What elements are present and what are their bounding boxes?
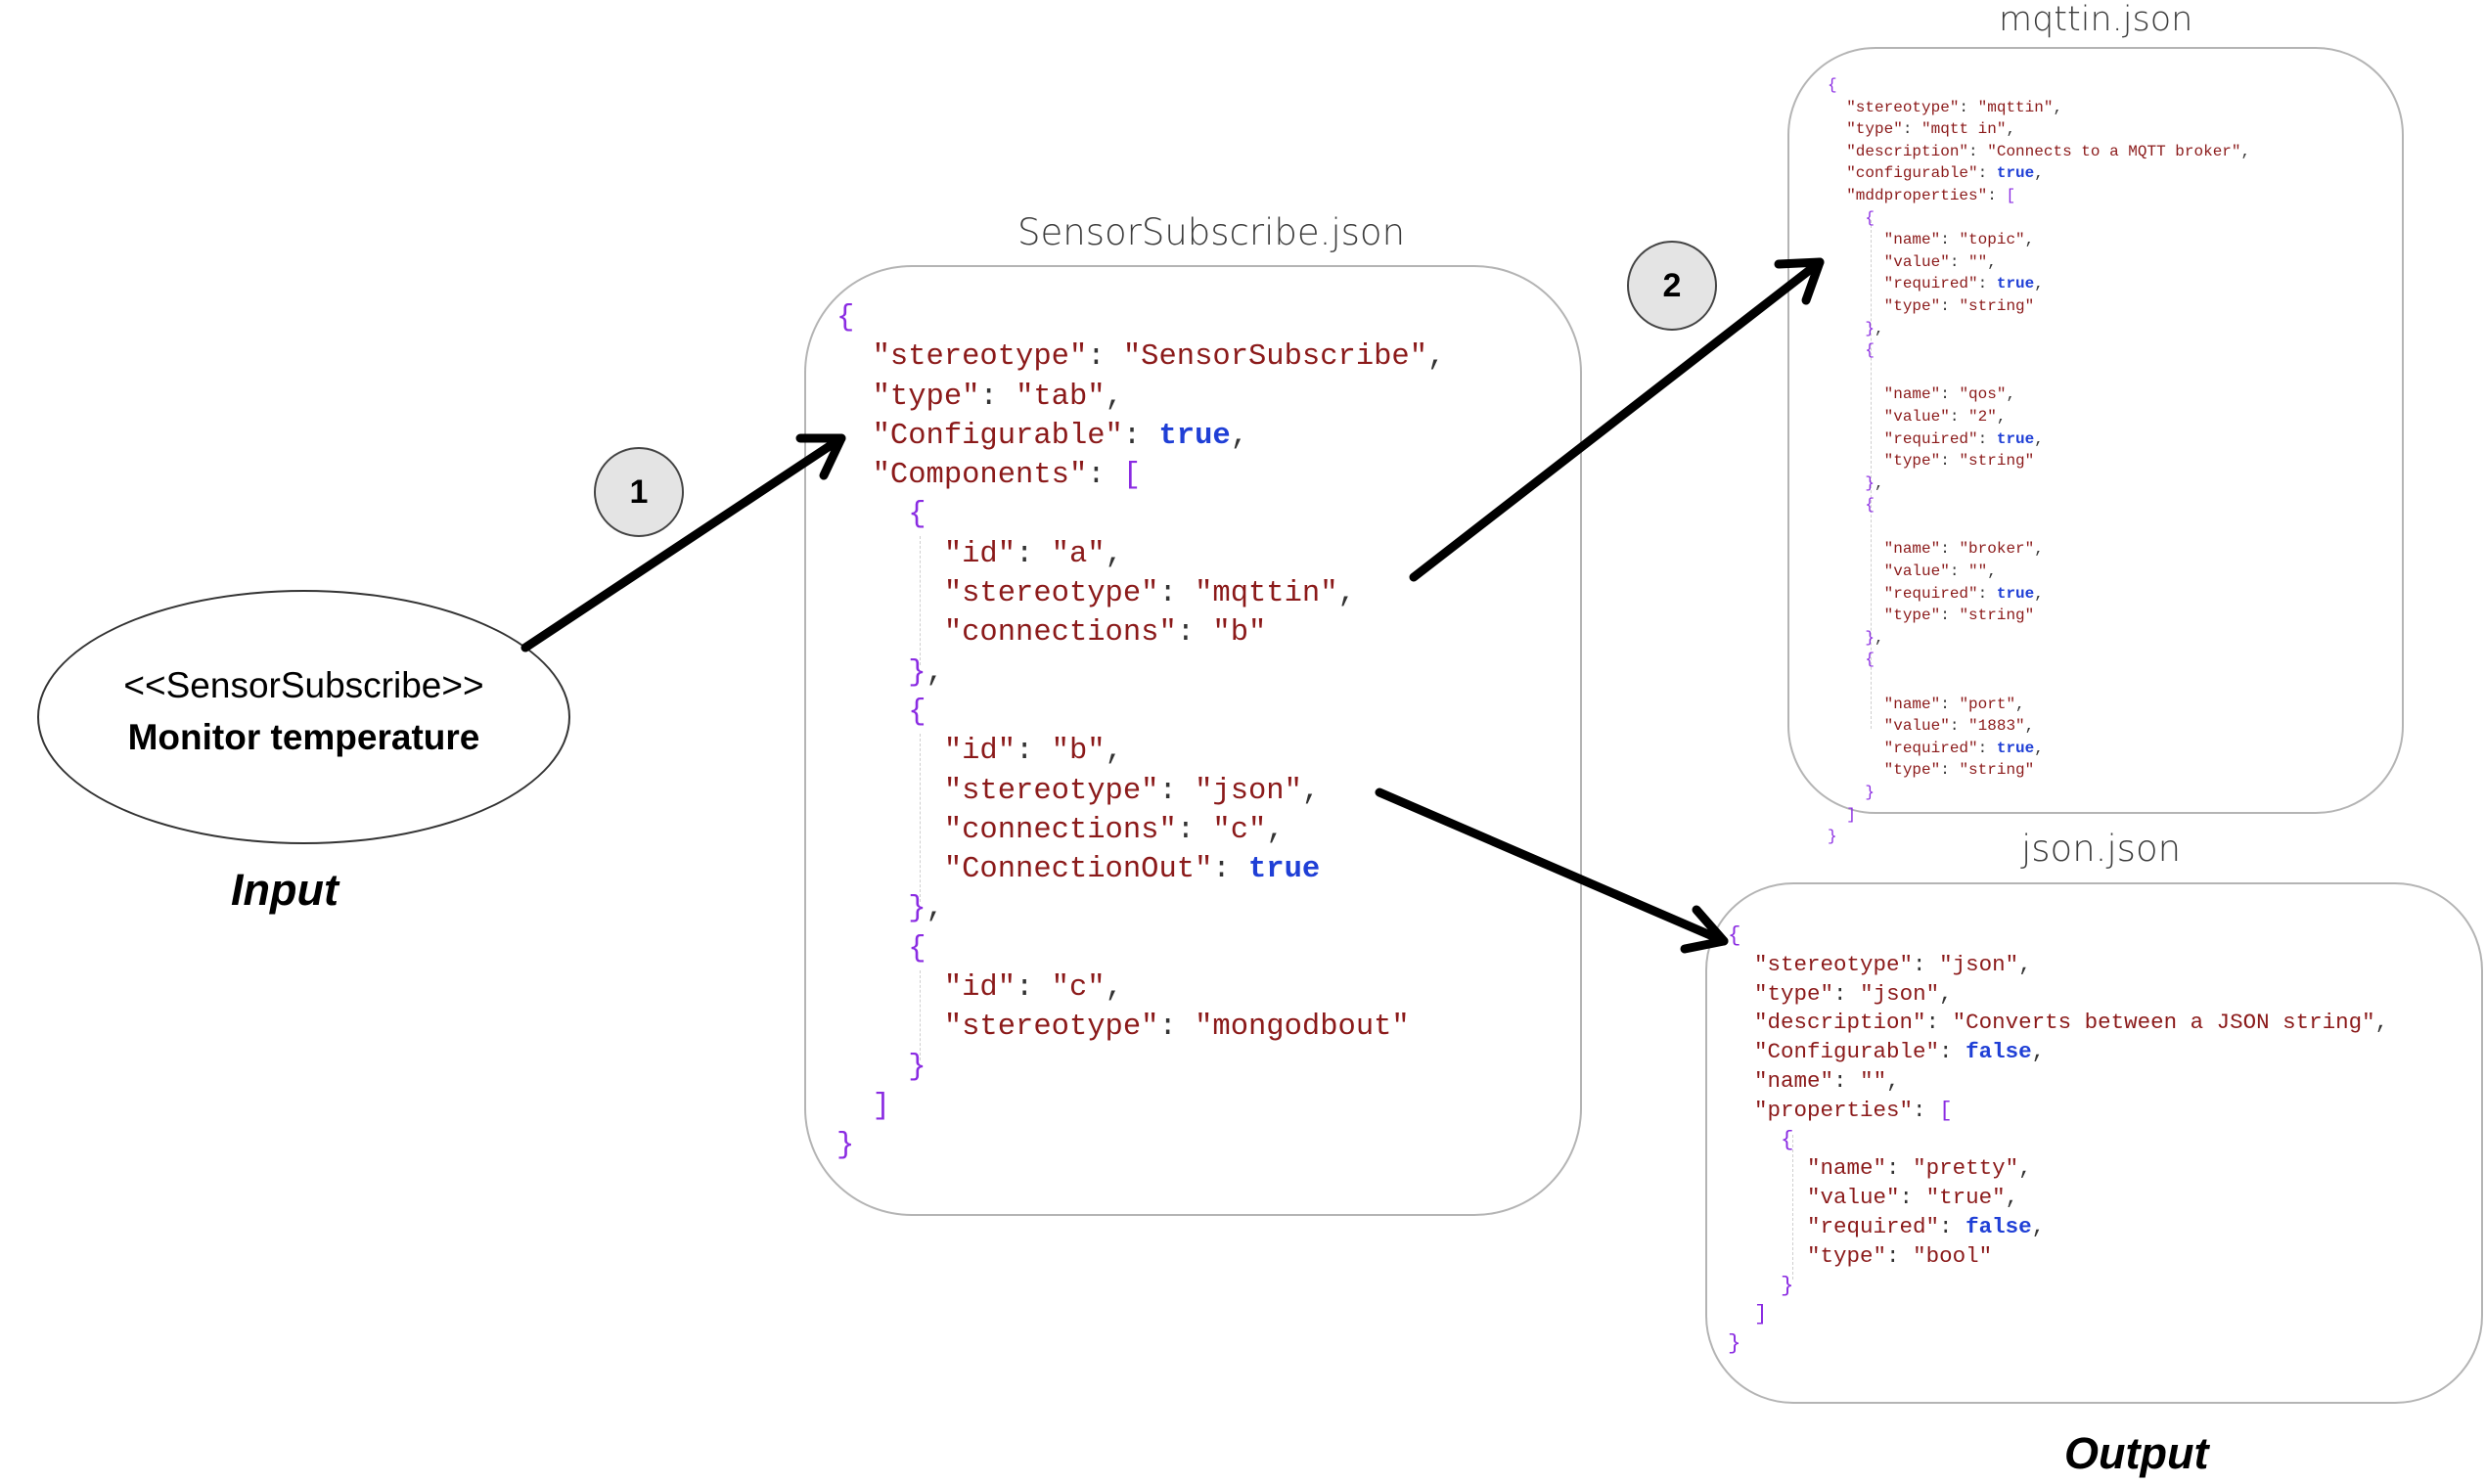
main-file-code: { "stereotype": "SensorSubscribe", "type… xyxy=(836,298,1445,1166)
code-line: "type": "string" xyxy=(1883,296,2035,315)
code-line: "type": "json", xyxy=(1754,980,1953,1007)
code-line: "name": "broker", xyxy=(1883,540,2044,559)
code-line: "id": "b", xyxy=(943,735,1123,769)
code-line: } xyxy=(1828,828,1837,846)
code-line: "required": false, xyxy=(1807,1213,2046,1239)
code-line: { xyxy=(1728,922,1741,948)
json-file-box xyxy=(1705,882,2483,1404)
code-line: "value": "", xyxy=(1883,562,1997,581)
code-line: "value": "true", xyxy=(1807,1185,2019,1211)
code-line: "stereotype": "json", xyxy=(1754,951,2032,977)
code-line: "value": "1883", xyxy=(1883,717,2035,736)
code-line: "ConnectionOut": true xyxy=(943,853,1321,887)
code-line: "name": "", xyxy=(1754,1067,1900,1094)
code-line: "required": true, xyxy=(1883,739,2044,757)
code-line: { xyxy=(1828,76,1837,94)
arrow-head xyxy=(1680,905,1729,954)
indent-guide xyxy=(920,734,921,902)
code-line: "required": true, xyxy=(1883,275,2044,293)
code-line: { xyxy=(1865,208,1875,227)
code-line: "stereotype": "mqttin", xyxy=(943,577,1356,611)
input-use-case-ellipse xyxy=(37,590,570,844)
input-stereotype: <<SensorSubscribe>> xyxy=(123,665,484,705)
code-line: "Configurable": false, xyxy=(1754,1039,2046,1065)
code-line: { xyxy=(908,498,926,532)
step-badge-2: 2 xyxy=(1627,241,1717,331)
code-line: "configurable": true, xyxy=(1846,164,2044,183)
code-line: "connections": "c", xyxy=(943,813,1285,847)
arrow-main-to-mqttin xyxy=(1409,257,1825,582)
arrow-head xyxy=(1774,257,1825,305)
code-line: ] xyxy=(1754,1301,1768,1327)
code-line: "type": "string" xyxy=(1883,452,2035,471)
code-line: "stereotype": "json", xyxy=(943,774,1321,808)
code-line: { xyxy=(836,301,855,335)
code-line: } xyxy=(1781,1272,1794,1298)
code-line: }, xyxy=(1865,319,1884,337)
mqttin-file-title: mqttin.json xyxy=(1999,0,2193,39)
code-line: }, xyxy=(908,892,944,926)
code-line: "name": "qos", xyxy=(1883,385,2016,404)
arrow-input-to-main xyxy=(520,433,846,652)
input-label: Input xyxy=(231,865,339,915)
json-file-title: json.json xyxy=(2021,828,2182,870)
code-line: "required": true, xyxy=(1883,429,2044,448)
code-line: { xyxy=(908,931,926,966)
code-line: { xyxy=(1865,341,1875,360)
arrow-main-to-json xyxy=(1375,787,1729,946)
code-line: }, xyxy=(908,655,944,690)
code-line: "id": "a", xyxy=(943,537,1123,571)
code-line: { xyxy=(1865,651,1875,669)
code-line: } xyxy=(1728,1330,1741,1357)
code-line: "required": true, xyxy=(1883,584,2044,603)
code-line: "description": "Converts between a JSON … xyxy=(1754,1010,2389,1036)
code-line: } xyxy=(836,1129,855,1163)
code-line: "type": "mqtt in", xyxy=(1846,120,2016,139)
code-line: "type": "string" xyxy=(1883,761,2035,780)
code-line: "value": "2", xyxy=(1883,407,2007,426)
code-line: }, xyxy=(1865,473,1884,492)
code-line: "name": "pretty", xyxy=(1807,1155,2032,1182)
code-line: "mddproperties": [ xyxy=(1846,186,2016,204)
code-line: "type": "bool" xyxy=(1807,1242,1993,1269)
main-file-box xyxy=(804,265,1582,1216)
code-line: "stereotype": "mqttin", xyxy=(1846,98,2063,116)
output-label: Output xyxy=(2064,1428,2209,1478)
code-line: } xyxy=(908,1050,926,1084)
code-line: "name": "topic", xyxy=(1883,231,2035,249)
main-file-title: SensorSubscribe.json xyxy=(1017,211,1406,253)
input-name: Monitor temperature xyxy=(127,717,480,757)
code-line: "type": "string" xyxy=(1883,607,2035,625)
code-line: "id": "c", xyxy=(943,971,1123,1006)
code-line: "stereotype": "SensorSubscribe", xyxy=(872,340,1446,375)
code-line: ] xyxy=(872,1089,890,1123)
code-line: "value": "", xyxy=(1883,252,1997,271)
code-line: ] xyxy=(1846,805,1856,824)
code-line: { xyxy=(1781,1126,1794,1152)
code-line: { xyxy=(908,695,926,729)
code-line: } xyxy=(1865,784,1875,801)
code-line: "stereotype": "mongodbout" xyxy=(943,1011,1410,1045)
indent-guide xyxy=(920,536,921,665)
indent-guide xyxy=(1871,220,1872,729)
code-line: "description": "Connects to a MQTT broke… xyxy=(1846,142,2251,160)
code-line: "type": "tab", xyxy=(872,380,1123,414)
indent-guide xyxy=(1792,1135,1793,1280)
code-line: { xyxy=(1865,496,1875,515)
code-line: "connections": "b" xyxy=(943,616,1267,651)
json-file-code: { "stereotype": "json", "type": "json", … xyxy=(1728,922,2388,1359)
mqttin-file-box xyxy=(1787,47,2404,814)
code-line: "Configurable": true, xyxy=(872,419,1249,453)
code-line: "Components": [ xyxy=(872,459,1142,493)
mqttin-file-code: { "stereotype": "mqttin", "type": "mqtt … xyxy=(1828,74,2250,848)
code-line: }, xyxy=(1865,628,1884,647)
indent-guide xyxy=(920,970,921,1060)
step-badge-1: 1 xyxy=(594,447,684,537)
code-line: "properties": [ xyxy=(1754,1097,1953,1123)
arrow-head xyxy=(795,433,846,480)
code-line: "name": "port", xyxy=(1883,695,2025,713)
